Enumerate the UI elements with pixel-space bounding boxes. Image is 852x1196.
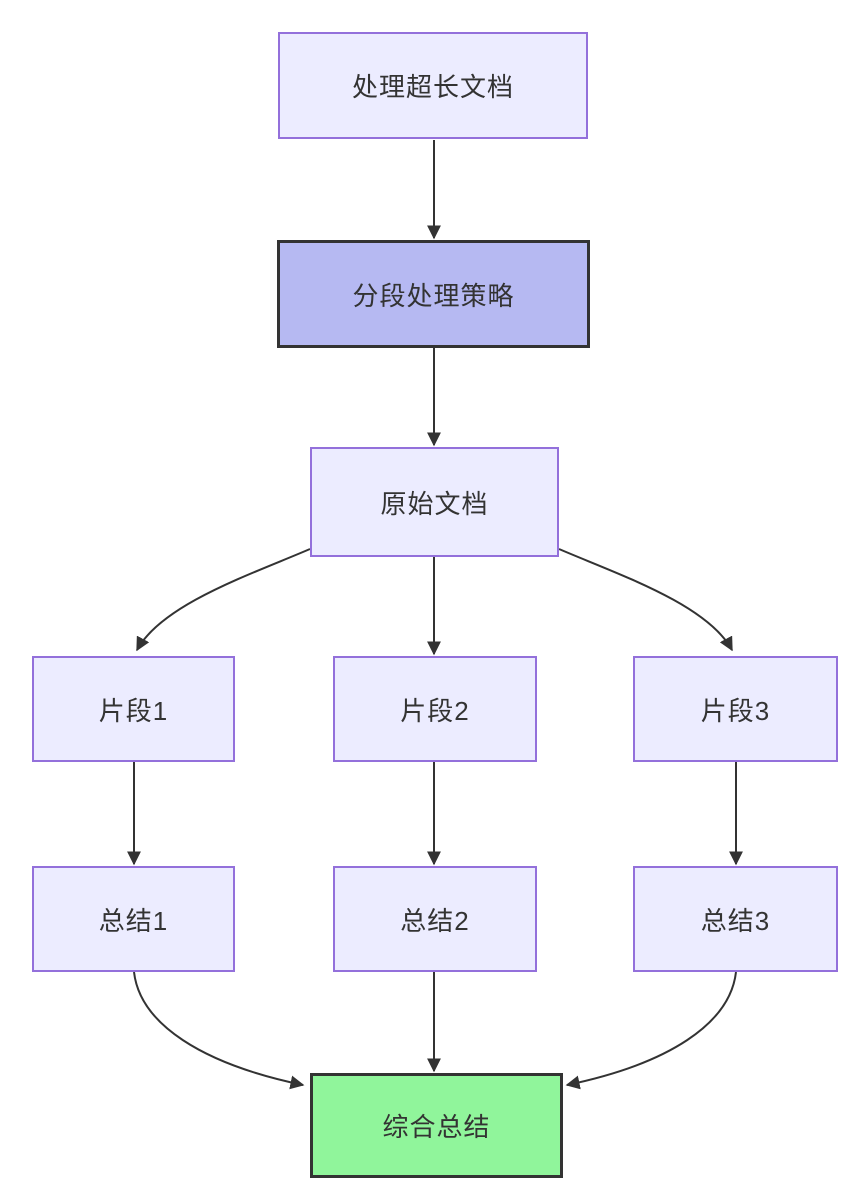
node-final-summary: 综合总结	[310, 1073, 563, 1178]
node-original-document: 原始文档	[310, 447, 559, 557]
edge-summary-3-to-final	[565, 971, 737, 1090]
edge-source-to-fragment-1	[136, 548, 311, 652]
edge-source-to-fragment-3	[558, 548, 733, 652]
node-fragment-2: 片段2	[333, 656, 537, 762]
node-process-long-document: 处理超长文档	[278, 32, 588, 139]
edge-summary-1-to-final	[133, 971, 305, 1090]
node-summary-1: 总结1	[32, 866, 235, 972]
node-summary-2: 总结2	[333, 866, 537, 972]
node-fragment-1: 片段1	[32, 656, 235, 762]
node-segmentation-strategy: 分段处理策略	[277, 240, 590, 348]
node-summary-3: 总结3	[633, 866, 838, 972]
node-fragment-3: 片段3	[633, 656, 838, 762]
